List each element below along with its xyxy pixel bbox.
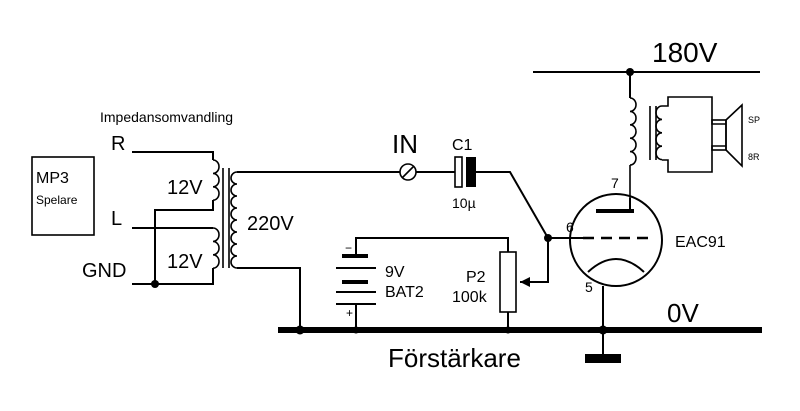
tube-pin-cathode: 5 (585, 279, 593, 295)
transformer-primary: 220V (247, 213, 294, 235)
ground-rail-label: 0V (667, 298, 699, 328)
battery-name: BAT2 (385, 284, 424, 301)
impedance-conversion-label: Impedansomvandling (100, 109, 233, 125)
channel-left-label: L (111, 208, 122, 230)
input-transformer (132, 151, 301, 330)
output-transformer (629, 97, 663, 198)
battery-voltage: 9V (385, 264, 405, 281)
mp3-player-name: MP3 (36, 170, 69, 187)
ground-label: GND (82, 260, 126, 282)
schematic-title: Förstärkare (388, 343, 521, 373)
transformer-winding-top: 12V (167, 177, 203, 199)
speaker-label-bottom: 8R (748, 152, 760, 162)
supply-voltage-label: 180V (652, 37, 718, 68)
capacitor-icon (454, 156, 476, 188)
tube-pin-grid: 6 (566, 219, 574, 235)
tube-name: EAC91 (675, 234, 726, 251)
supply-rail (533, 68, 760, 98)
potentiometer-icon (355, 237, 517, 334)
speaker-label-top: SP (748, 115, 760, 125)
capacitor-value: 10µ (452, 195, 476, 211)
potentiometer-name: P2 (466, 269, 486, 286)
potentiometer-value: 100k (452, 289, 488, 306)
battery-plus: + (346, 306, 353, 320)
speaker-icon (662, 96, 743, 173)
channel-right-label: R (111, 133, 125, 155)
input-label: IN (392, 129, 418, 159)
tube-pin-anode: 7 (611, 175, 619, 191)
vacuum-tube-icon (569, 193, 663, 330)
capacitor-name: C1 (452, 137, 473, 154)
input-jack-icon (237, 163, 455, 181)
mp3-player-subname: Spelare (36, 193, 78, 207)
battery-icon (336, 254, 376, 334)
transformer-winding-bottom: 12V (167, 251, 203, 273)
battery-minus: − (345, 241, 352, 255)
mp3-player-box (31, 156, 95, 236)
grid-wiring (476, 171, 583, 287)
